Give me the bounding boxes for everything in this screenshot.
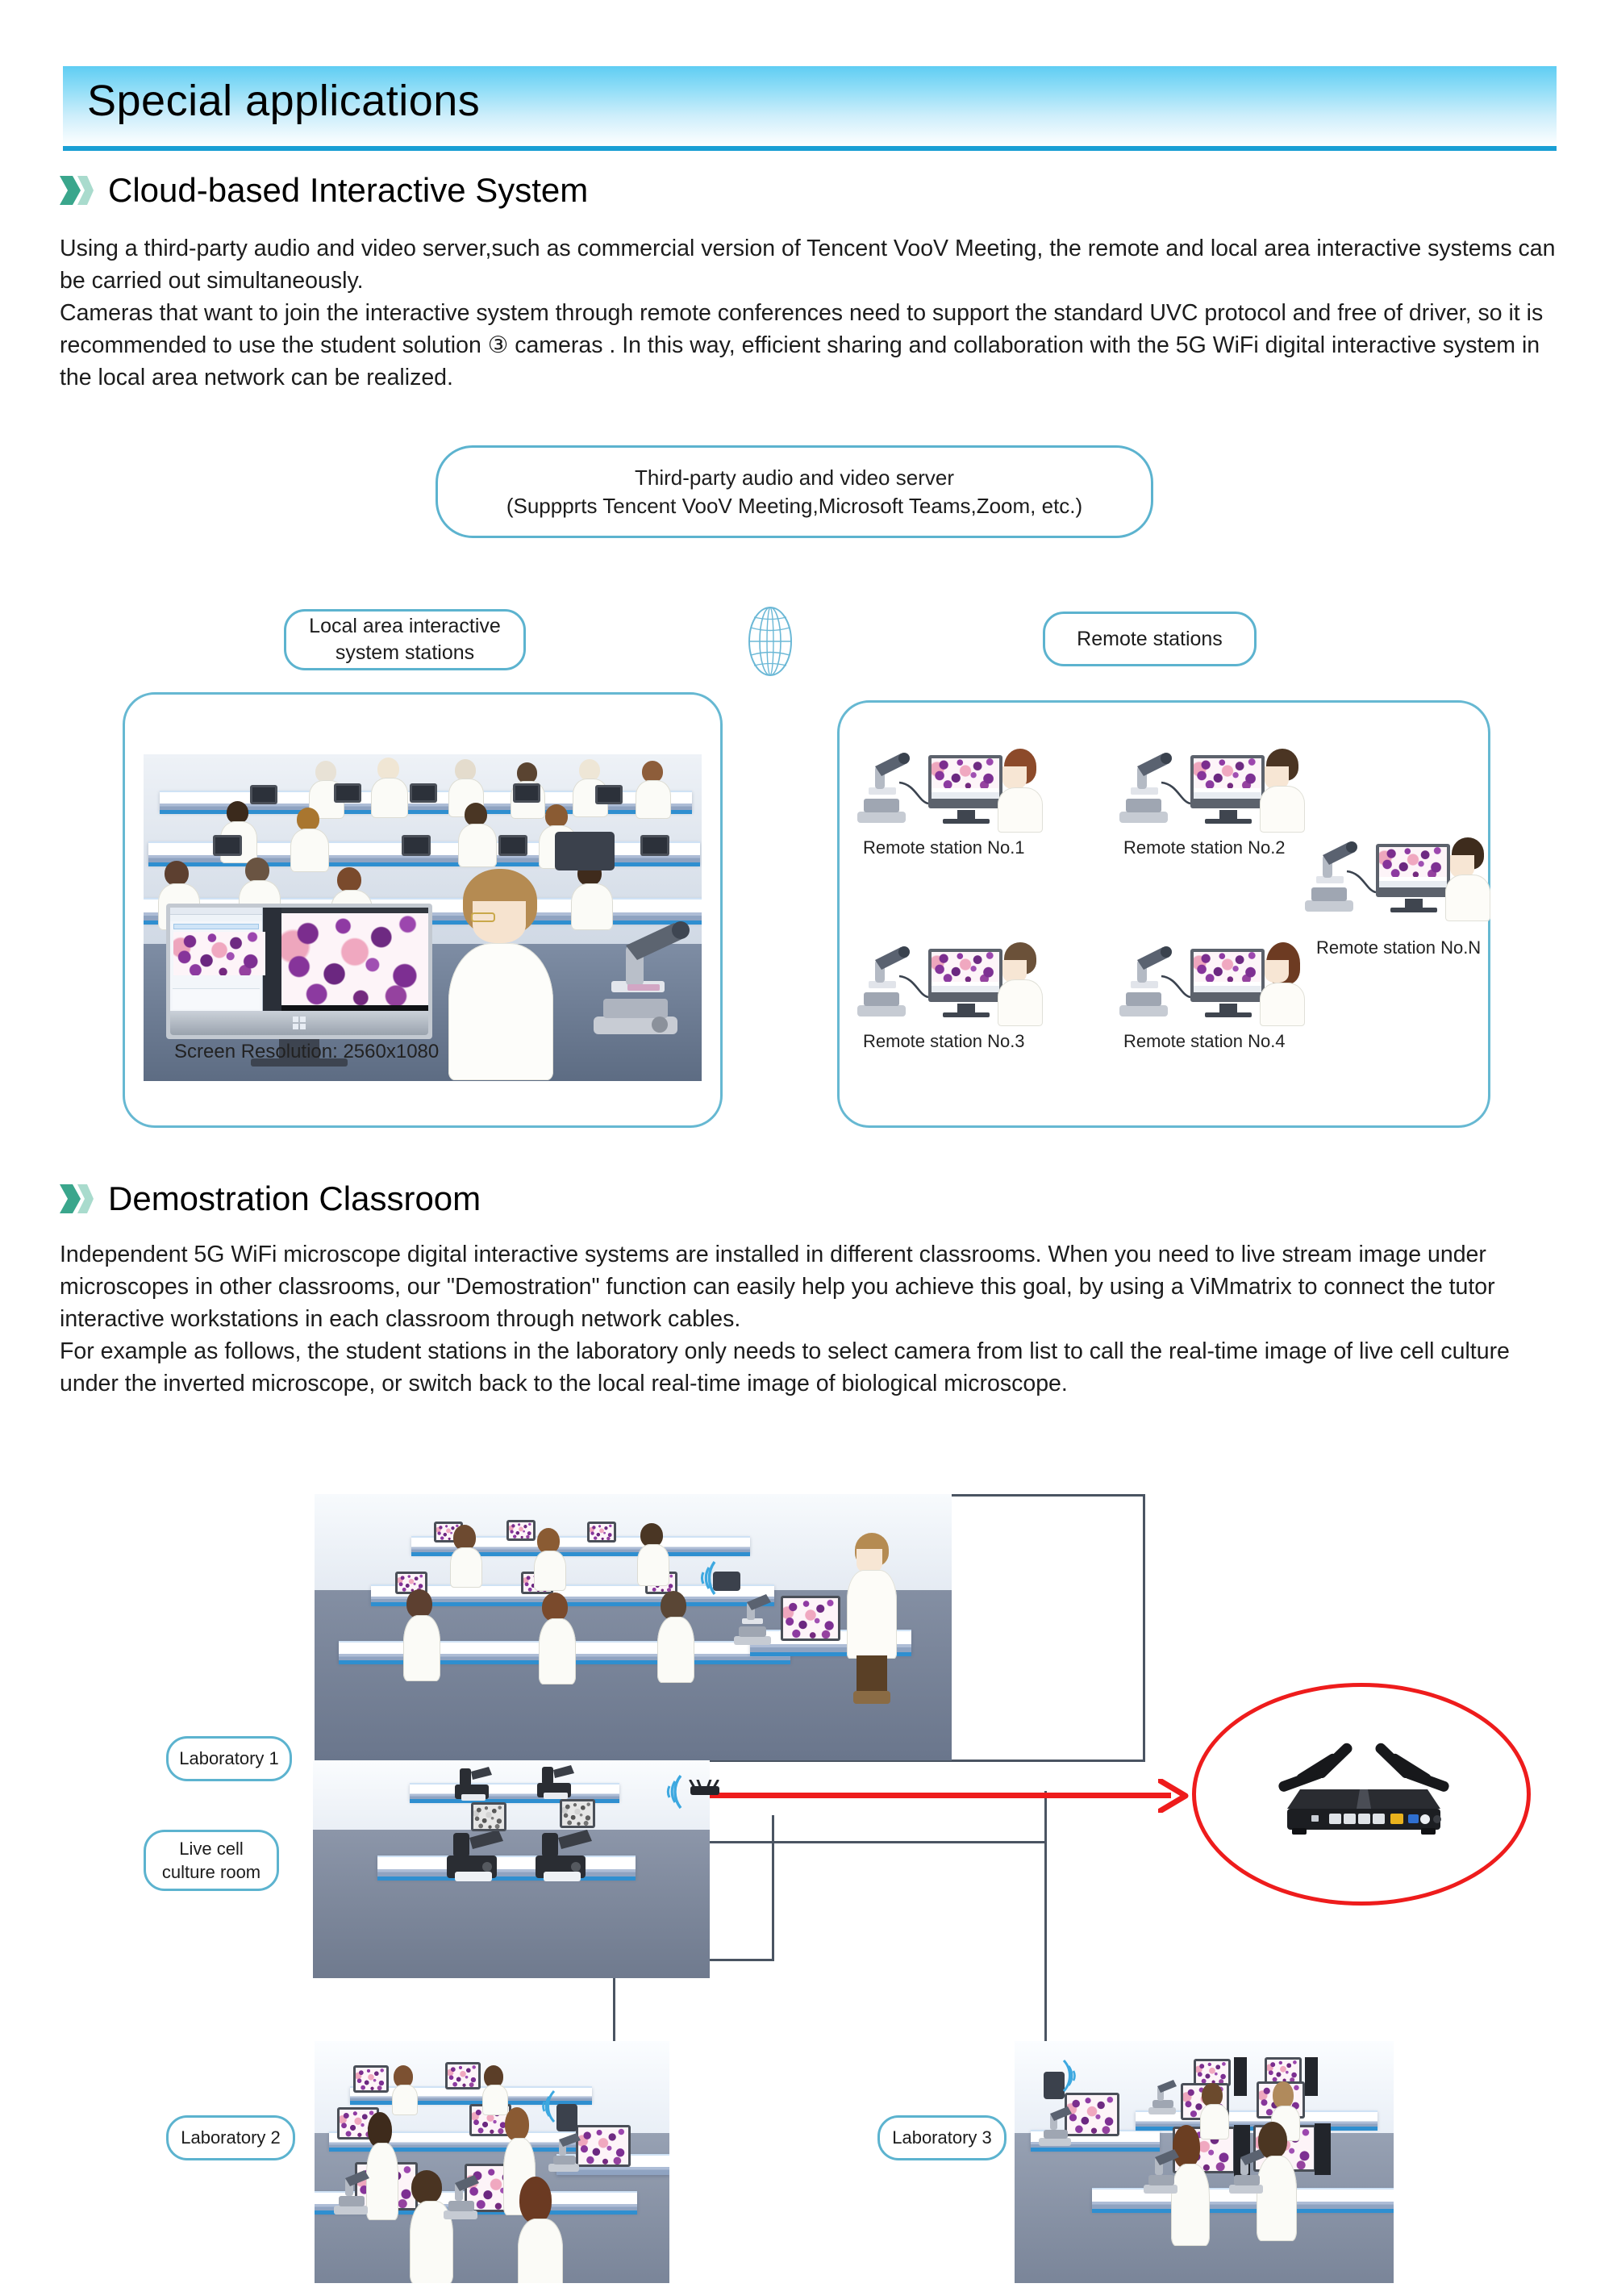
section-body-cloud: Using a third-party audio and video serv…	[60, 236, 1556, 390]
remote-workstation	[851, 936, 1043, 1026]
laboratory-1-illustration	[315, 1494, 952, 1760]
laboratory-2-illustration	[315, 2041, 669, 2283]
bench-monitor	[213, 835, 242, 856]
local-stations-line2: system stations	[335, 641, 475, 664]
laboratory-3-illustration	[1015, 2041, 1394, 2283]
histology-image	[1194, 758, 1261, 788]
bench-monitor	[595, 785, 623, 804]
network-cable	[702, 1760, 1145, 1762]
user-figure	[1260, 749, 1305, 833]
remote-workstation	[851, 742, 1043, 833]
arrow-head-icon	[1157, 1777, 1190, 1817]
live-cell-line2: culture room	[161, 1862, 261, 1882]
remote-workstation	[1298, 831, 1490, 921]
microscope-icon	[579, 904, 692, 1045]
network-cable	[1044, 1791, 1047, 1841]
camera-icon	[1044, 2072, 1065, 2099]
network-cable	[1044, 1841, 1047, 2065]
tutor-monitor	[166, 904, 432, 1067]
globe-icon	[740, 607, 800, 680]
camera-icon	[713, 1572, 740, 1591]
user-figure	[1445, 837, 1490, 921]
network-cable	[613, 1959, 615, 2065]
local-stations-line1: Local area interactive	[309, 615, 501, 637]
section-title-text: Cloud-based Interactive System	[108, 171, 589, 209]
section-heading-cloud: Cloud-based Interactive System	[58, 171, 588, 210]
tutor-figure	[847, 1533, 897, 1706]
section-title-text: Demostration Classroom	[108, 1179, 481, 1217]
bench-monitor	[334, 783, 361, 803]
histology-image	[1379, 847, 1447, 877]
wifi-signal-icon	[650, 1772, 686, 1816]
windows-logo-icon	[293, 1017, 306, 1029]
server-callout-line1: Third-party audio and video server	[635, 465, 954, 491]
bench-monitor	[410, 783, 437, 803]
camera-icon	[555, 832, 615, 870]
router-highlight-ellipse	[1192, 1683, 1531, 1906]
bench-monitor	[402, 835, 431, 856]
page-title: Special applications	[87, 77, 481, 125]
remote-workstation	[1113, 936, 1305, 1026]
section-body-demo: Independent 5G WiFi microscope digital i…	[60, 1242, 1510, 1396]
camera-icon	[556, 2104, 577, 2131]
network-cable	[847, 1494, 1145, 1497]
wifi-signal-icon	[527, 2088, 558, 2129]
remote-station-caption: Remote station No.1	[863, 837, 1025, 858]
classroom-illustration	[144, 754, 702, 1081]
live-cell-line1: Live cell	[179, 1838, 244, 1859]
highlight-link-line	[703, 1793, 1171, 1798]
laboratory-3-label: Laboratory 3	[877, 2115, 1007, 2160]
double-chevron-icon	[58, 1183, 94, 1215]
user-figure	[998, 942, 1043, 1026]
bench-edge	[160, 810, 692, 814]
vimmatrix-node-icon	[687, 1778, 723, 1797]
wifi-signal-icon	[1060, 2057, 1090, 2098]
screen-resolution-caption: Screen Resolution: 2560x1080	[174, 1041, 440, 1062]
network-cable	[772, 1815, 774, 1960]
page-banner: Special applications	[63, 66, 1557, 151]
laboratory-1-label: Laboratory 1	[166, 1736, 292, 1781]
remote-workstation	[1113, 742, 1305, 833]
tutor-figure	[448, 869, 553, 1080]
histology-image	[932, 758, 999, 788]
remote-station-caption: Remote station No.4	[1123, 1031, 1286, 1051]
double-chevron-icon	[58, 174, 94, 207]
bench-monitor	[498, 835, 527, 856]
bench-monitor	[513, 783, 540, 803]
remote-station-caption: Remote station No.N	[1316, 937, 1482, 958]
wireless-router-icon	[1258, 1743, 1469, 1847]
live-cell-room-label: Live cell culture room	[144, 1830, 279, 1891]
remote-station-caption: Remote station No.2	[1123, 837, 1286, 858]
local-stations-label: Local area interactive system stations	[284, 609, 526, 670]
remote-station-caption: Remote station No.3	[863, 1031, 1025, 1051]
section-heading-demo: Demostration Classroom	[58, 1179, 481, 1218]
user-figure	[1260, 942, 1305, 1026]
server-callout-line2: (Suppprts Tencent VooV Meeting,Microsoft…	[506, 493, 1083, 518]
server-callout-bubble: Third-party audio and video server (Supp…	[436, 445, 1153, 538]
network-cable	[703, 1841, 1046, 1843]
bench-monitor	[250, 785, 277, 804]
user-figure	[998, 749, 1043, 833]
laboratory-2-label: Laboratory 2	[166, 2115, 295, 2160]
histology-image	[932, 952, 999, 982]
wifi-signal-icon	[682, 1557, 719, 1603]
network-cable	[1143, 1494, 1145, 1762]
histology-image	[1194, 952, 1261, 982]
bench-monitor	[640, 835, 669, 856]
remote-stations-label: Remote stations	[1043, 612, 1257, 666]
bench-edge	[148, 862, 700, 866]
live-cell-room-illustration	[313, 1760, 710, 1978]
